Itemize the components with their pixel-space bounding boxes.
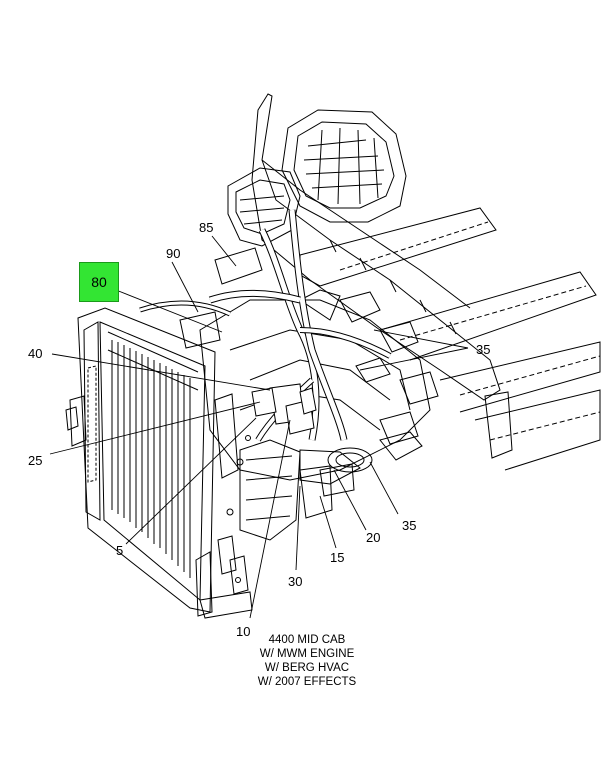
radiator-assembly [65,307,253,619]
callout-10: 10 [236,624,250,639]
hvac-housing [227,109,407,247]
callout-40: 40 [28,346,42,361]
callout-30: 30 [288,574,302,589]
callout-15: 15 [330,550,344,565]
caption-line-1: 4400 MID CAB [268,634,346,646]
caption-line-4: W/ 2007 EFFECTS [257,676,357,688]
callout-80-highlight[interactable]: 80 [79,262,119,302]
callout-35-bottom: 35 [402,518,416,533]
diagram-caption: 4400 MID CAB W/ MWM ENGINE W/ BERG HVAC … [222,633,392,689]
callout-25: 25 [28,453,42,468]
leader-lines [49,235,469,619]
callout-80-label: 80 [91,274,107,290]
callout-20: 20 [366,530,380,545]
callout-90: 90 [166,246,180,261]
callout-85: 85 [199,220,213,235]
wiring-harness [139,209,392,442]
caption-line-2: W/ MWM ENGINE [259,648,355,660]
cab-crossmember [251,93,501,401]
callout-35-top: 35 [476,342,490,357]
caption-line-3: W/ BERG HVAC [264,662,350,674]
frame-rails [299,207,601,471]
callout-5: 5 [116,543,123,558]
